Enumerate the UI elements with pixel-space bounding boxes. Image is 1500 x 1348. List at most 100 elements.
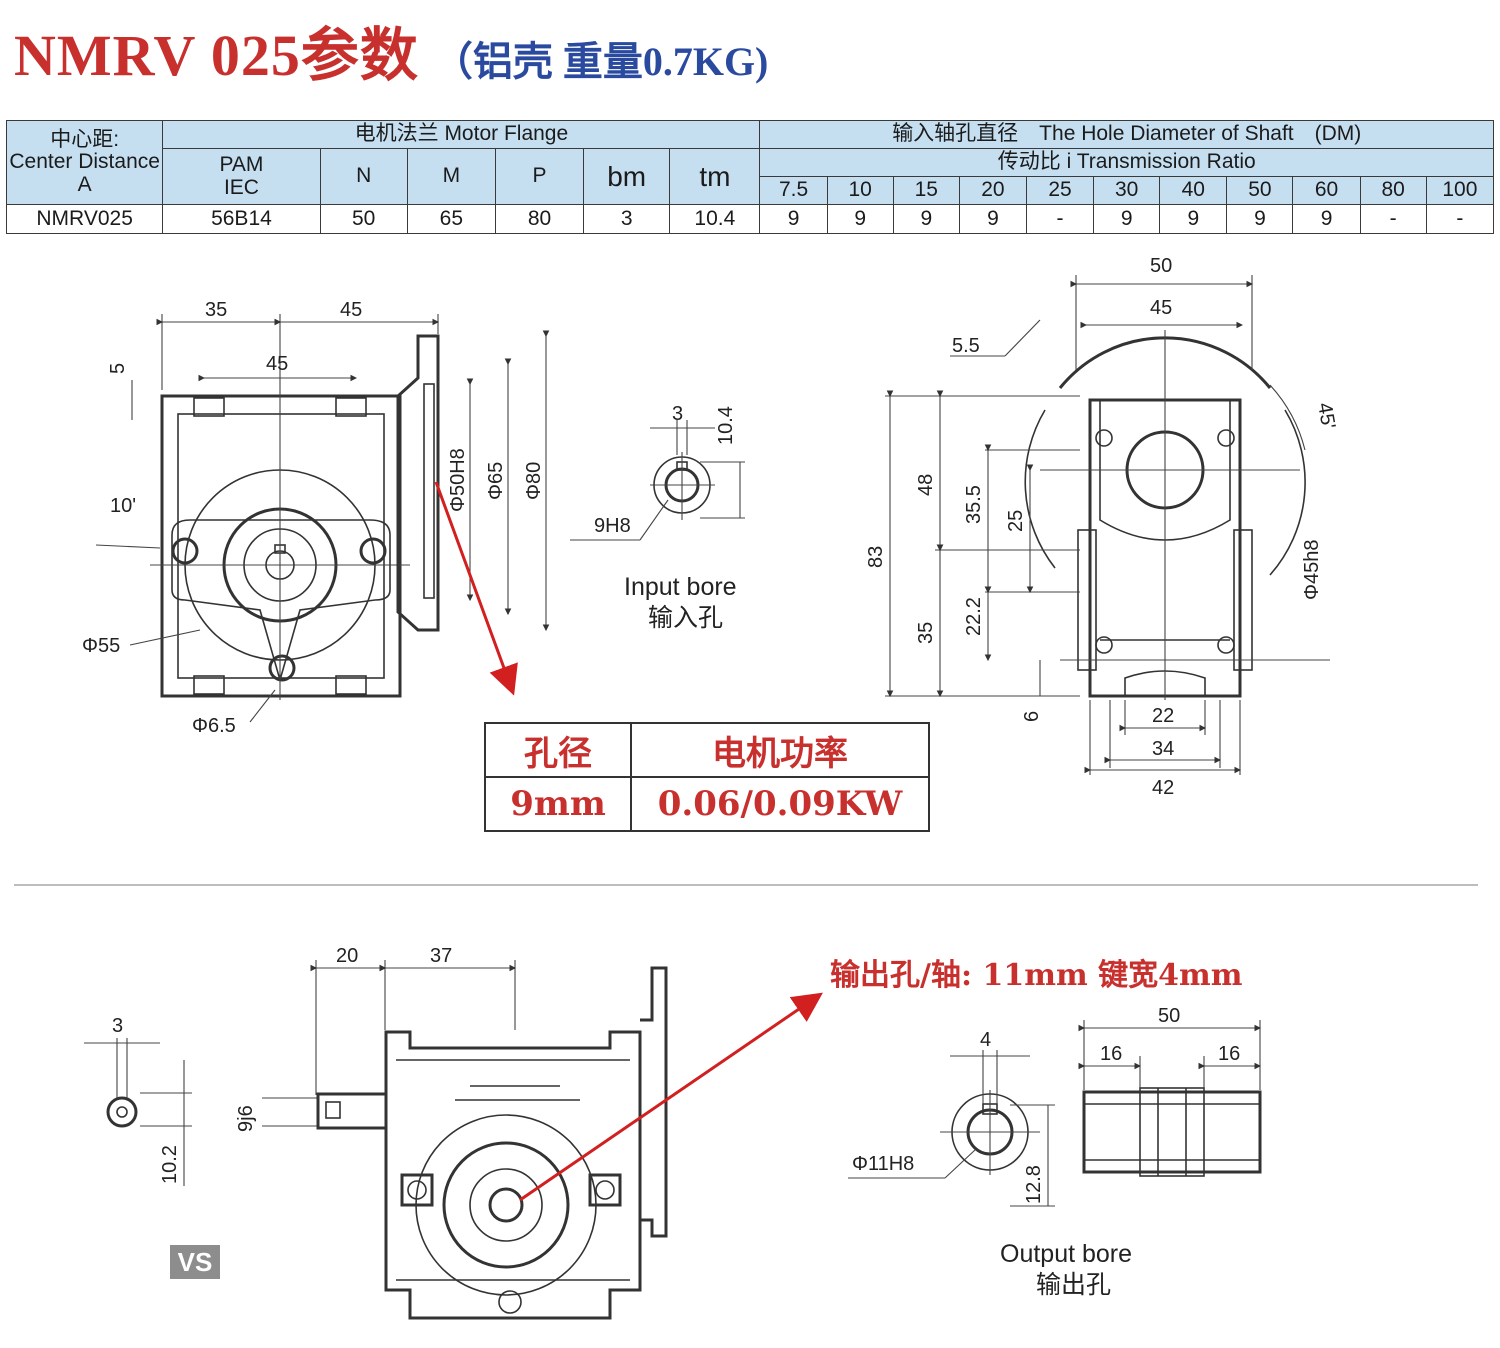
header-pam: PAM (219, 153, 264, 177)
table-row: NMRV025 56B14 50 65 80 3 10.4 9 9 9 9 - … (5, 204, 1495, 234)
cell-hole: 9 (1093, 204, 1161, 234)
output-note: 输出孔/轴: 11mm 键宽4mm (830, 958, 1243, 993)
ratio-header: 15 (892, 176, 960, 205)
dim-48: 48 (915, 474, 937, 496)
vs-badge: VS (170, 1245, 220, 1279)
cell-hole: 9 (1226, 204, 1294, 234)
cell-hole: 9 (826, 204, 894, 234)
front-view: 35 45 45 5 10' Φ55 Φ6.5 Φ50H8 Φ65 Φ80 (82, 299, 550, 737)
housing-outline (160, 394, 402, 698)
dim-10-4: 10.4 (715, 406, 737, 445)
dim-50: 50 (1158, 1005, 1180, 1027)
header-ratio: 传动比 i Transmission Ratio (759, 148, 1494, 177)
motor-header-power: 电机功率 (630, 722, 930, 778)
motor-header-bore: 孔径 (484, 722, 632, 778)
cell-hole: - (1425, 204, 1495, 234)
cell-hole: - (1359, 204, 1427, 234)
cell-hole: 9 (759, 204, 828, 234)
cell-tm: 10.4 (669, 204, 761, 234)
dim-4: 4 (980, 1029, 991, 1051)
dim-12-8: 12.8 (1023, 1165, 1045, 1204)
dim-45: 45 (266, 353, 288, 375)
header-motor-flange: 电机法兰 Motor Flange (162, 120, 761, 149)
dim-9j6: 9j6 (235, 1105, 257, 1132)
ratio-header: 80 (1359, 176, 1427, 205)
dim-3: 3 (112, 1015, 123, 1037)
cell-hole: 9 (1292, 204, 1361, 234)
dim-6: 6 (1021, 711, 1043, 722)
dim-20: 20 (336, 945, 358, 967)
dim-45: 45 (1150, 297, 1172, 319)
dim-16-right: 16 (1218, 1043, 1240, 1065)
dim-35: 35 (915, 622, 937, 644)
section-divider (14, 884, 1478, 886)
shaft-end-view: 3 10.2 (84, 1015, 192, 1186)
header-pam-iec: PAM IEC (162, 148, 321, 205)
dim-phi6-5: Φ6.5 (192, 715, 236, 737)
motor-value-bore: 9mm (484, 776, 632, 832)
dim-10deg: 10' (110, 495, 136, 517)
bottom-front-view: 20 37 9j6 (235, 945, 823, 1320)
header-bm: bm (583, 148, 671, 205)
housing-inner (177, 413, 385, 679)
dim-83: 83 (865, 546, 887, 568)
header-shaft-hole: 输入轴孔直径 The Hole Diameter of Shaft (DM) (759, 120, 1494, 149)
dim-10-2: 10.2 (159, 1145, 181, 1184)
dim-25: 25 (1005, 510, 1027, 532)
header-tm: tm (669, 148, 761, 205)
title-sub: （铝壳 重量0.7KG) (432, 39, 769, 84)
cell-p: 80 (494, 204, 585, 234)
ratio-header: 60 (1292, 176, 1361, 205)
header-iec: IEC (223, 175, 259, 199)
output-bore-caption: Output bore (1000, 1240, 1132, 1268)
dim-phi80: Φ80 (523, 462, 545, 500)
output-shaft-view: 50 16 16 (1078, 1005, 1262, 1177)
dim-42: 42 (1152, 777, 1174, 799)
dim-3: 3 (672, 403, 683, 425)
ratio-header: 50 (1226, 176, 1294, 205)
dim-35: 35 (205, 299, 227, 321)
dim-5: 5 (107, 363, 129, 374)
side-view: 50 45 5.5 45' 83 48 35 35.5 22.2 25 6 Φ4… (865, 255, 1339, 799)
cd-sym: A (77, 172, 92, 196)
dim-phi50h8: Φ50H8 (447, 448, 469, 512)
cell-hole: 9 (892, 204, 960, 234)
header-m: M (406, 148, 496, 205)
ratio-header: 10 (826, 176, 894, 205)
dim-22-2: 22.2 (963, 597, 985, 636)
cd-en: Center Distance (9, 150, 160, 174)
cell-pam: 56B14 (162, 204, 321, 234)
ratio-header: 20 (958, 176, 1027, 205)
cell-m: 65 (406, 204, 496, 234)
input-bore-caption: Input bore (624, 573, 737, 601)
dim-5-5: 5.5 (952, 335, 980, 357)
output-bore-caption-cn: 输出孔 (1036, 1271, 1111, 1299)
output-bore-view: 4 12.8 Φ11H8 Output bore 输出孔 (848, 1029, 1132, 1299)
cell-hole: - (1025, 204, 1095, 234)
cell-hole: 9 (958, 204, 1027, 234)
ratio-header: 7.5 (759, 176, 828, 205)
dim-phi55: Φ55 (82, 635, 120, 657)
cd-cn: 中心距: (50, 128, 120, 152)
motor-table: 孔径 电机功率 9mm 0.06/0.09KW (484, 722, 930, 832)
dim-22: 22 (1152, 705, 1174, 727)
cell-n: 50 (319, 204, 408, 234)
dim-16-left: 16 (1100, 1043, 1122, 1065)
spec-table: 中心距: Center Distance A 电机法兰 Motor Flange… (5, 120, 1495, 234)
dim-34: 34 (1152, 738, 1174, 760)
input-bore-caption-cn: 输入孔 (648, 604, 723, 632)
dim-50: 50 (1150, 255, 1172, 277)
input-bore-view: 3 10.4 9H8 Input bore 输入孔 (570, 403, 745, 632)
red-arrow-output (519, 992, 823, 1202)
page-title: NMRV 025参数（铝壳 重量0.7KG) (14, 8, 768, 88)
cell-hole: 9 (1159, 204, 1228, 234)
dim-37: 37 (430, 945, 452, 967)
red-arrow-input (434, 481, 518, 696)
dim-45-top: 45 (340, 299, 362, 321)
dim-phi65: Φ65 (485, 462, 507, 500)
dim-45deg: 45' (1313, 401, 1339, 431)
dim-phi11h8: Φ11H8 (852, 1153, 914, 1175)
dim-9h8: 9H8 (594, 515, 631, 537)
header-p: P (494, 148, 585, 205)
